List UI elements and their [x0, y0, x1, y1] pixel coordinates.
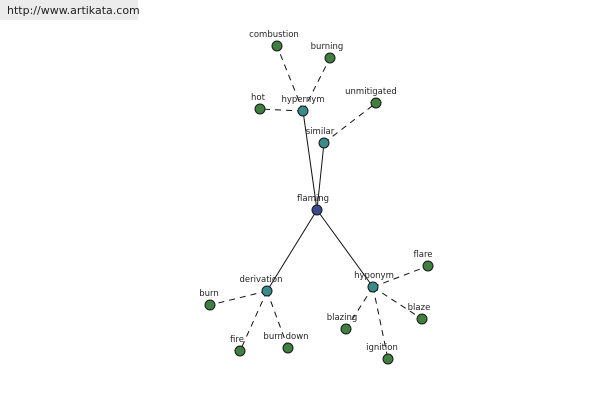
relation-node-derivation[interactable] — [261, 285, 273, 297]
relation-node-hyponym[interactable] — [367, 281, 379, 293]
edge-hyponym-ignition — [372, 286, 389, 360]
relation-label-hyponym[interactable]: hyponym — [354, 271, 394, 281]
relation-node-similar[interactable] — [318, 137, 330, 149]
word-label-hot[interactable]: hot — [251, 93, 266, 103]
word-label-combustion[interactable]: combustion — [249, 30, 299, 40]
word-label-blazing[interactable]: blazing — [327, 313, 358, 323]
word-label-blaze[interactable]: blaze — [408, 303, 431, 313]
edge-flaming-hypernym — [302, 110, 318, 211]
edge-hyponym-flare — [372, 265, 429, 288]
word-label-ignition[interactable]: ignition — [366, 343, 398, 353]
word-node-burn-down[interactable] — [282, 342, 294, 354]
edge-flaming-hyponym — [316, 209, 374, 288]
edge-similar-unmitigated — [323, 102, 377, 144]
word-label-unmitigated[interactable]: unmitigated — [345, 87, 397, 97]
relation-label-similar[interactable]: similar — [306, 127, 335, 137]
relation-label-derivation[interactable]: derivation — [239, 275, 282, 285]
edge-hyponym-blaze — [372, 286, 423, 320]
edge-hyponym-blazing — [345, 286, 374, 330]
url-link[interactable]: http://www.artikata.com — [7, 4, 140, 17]
word-node-burning[interactable] — [324, 52, 336, 64]
word-node-combustion[interactable] — [271, 40, 283, 52]
word-node-flare[interactable] — [422, 260, 434, 272]
edge-derivation-burn — [209, 290, 268, 306]
center-label-flaming[interactable]: flaming — [297, 194, 329, 204]
word-node-fire[interactable] — [234, 345, 246, 357]
edge-flaming-similar — [316, 142, 325, 211]
word-label-burn[interactable]: burn — [199, 289, 219, 299]
relation-label-hypernym[interactable]: hypernym — [281, 95, 324, 105]
edge-hypernym-hot — [259, 108, 304, 112]
relation-node-hypernym[interactable] — [297, 105, 309, 117]
edge-hypernym-combustion — [276, 45, 304, 112]
word-label-fire[interactable]: fire — [230, 335, 244, 345]
center-node-flaming[interactable] — [311, 204, 323, 216]
edge-flaming-derivation — [266, 209, 318, 292]
edge-hypernym-burning — [302, 57, 331, 112]
word-label-burn-down[interactable]: burn down — [263, 332, 308, 342]
word-node-ignition[interactable] — [382, 353, 394, 365]
word-label-flare[interactable]: flare — [413, 250, 432, 260]
word-label-burning[interactable]: burning — [311, 42, 344, 52]
word-node-burn[interactable] — [204, 299, 216, 311]
word-node-unmitigated[interactable] — [370, 97, 382, 109]
word-node-hot[interactable] — [254, 103, 266, 115]
edge-derivation-fire — [239, 290, 268, 352]
word-node-blaze[interactable] — [416, 313, 428, 325]
word-node-blazing[interactable] — [340, 323, 352, 335]
url-banner: http://www.artikata.com — [0, 0, 140, 20]
